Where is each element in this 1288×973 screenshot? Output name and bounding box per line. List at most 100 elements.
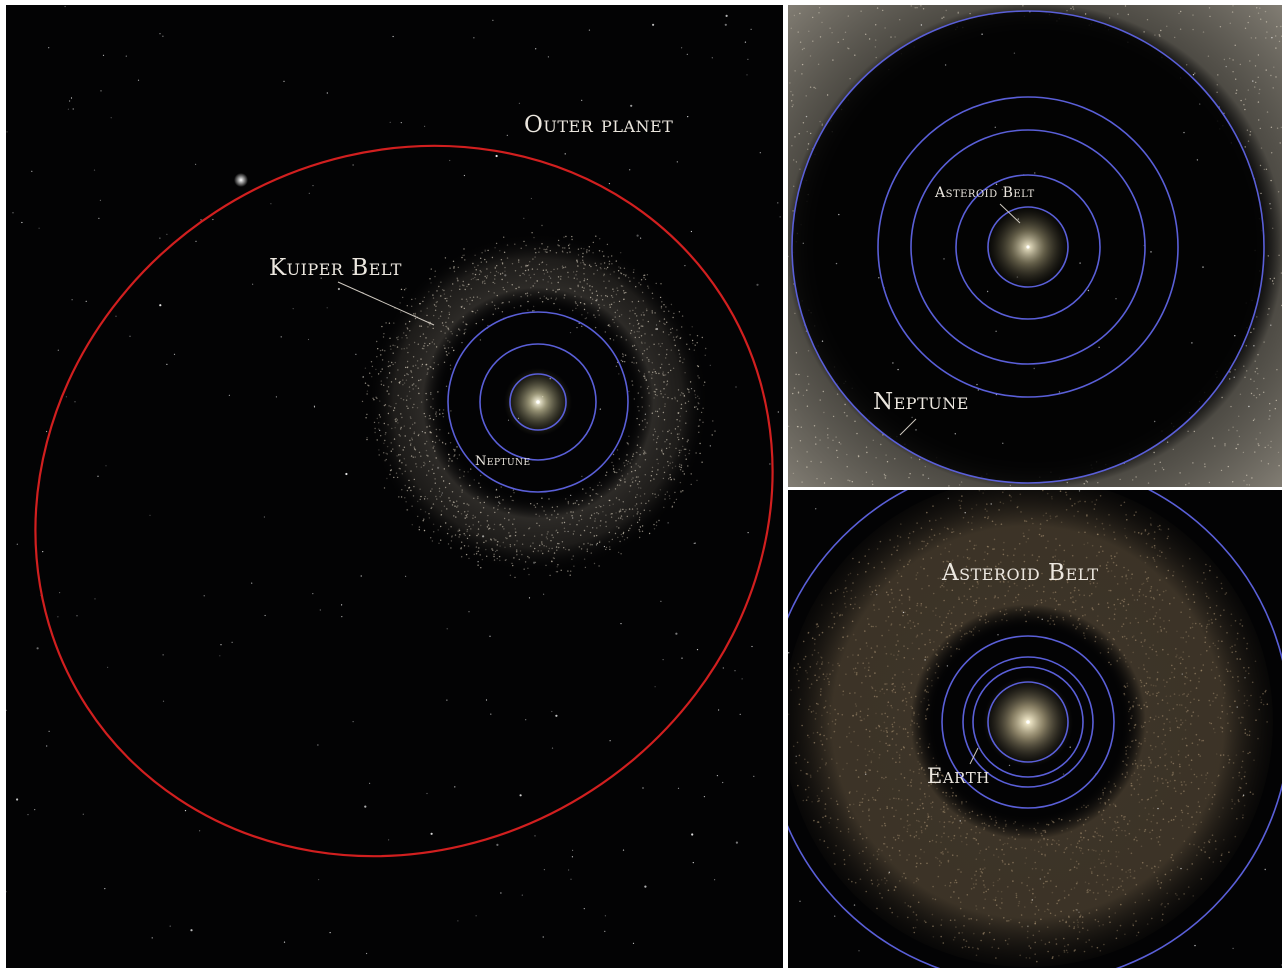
asteroid-particle [908,595,911,598]
kuiper-particle [461,256,463,259]
asteroid-particle [843,595,846,598]
kuiper-particle [821,21,823,24]
kuiper-particle [568,247,570,249]
kuiper-particle [364,367,367,369]
kuiper-particle [391,361,393,364]
asteroid-particle [980,615,982,618]
asteroid-particle [1212,861,1215,863]
asteroid-particle [994,523,997,526]
asteroid-particle [1004,842,1006,845]
kuiper-particle [482,280,484,283]
kuiper-particle [634,505,636,507]
kuiper-particle [485,277,488,279]
asteroid-particle [1086,891,1088,894]
asteroid-particle [1035,603,1038,606]
asteroid-particle [1145,701,1147,704]
asteroid-particle [1242,814,1244,816]
asteroid-particle [1197,715,1200,717]
kuiper-particle [568,549,570,551]
asteroid-particle [1019,609,1022,611]
asteroid-particle [940,862,942,864]
asteroid-particle [819,694,822,696]
asteroid-particle [835,800,838,802]
asteroid-particle [1248,734,1251,736]
kuiper-particle [620,359,622,362]
kuiper-particle [676,329,678,331]
asteroid-particle [866,714,869,717]
kuiper-particle [857,454,860,457]
asteroid-particle [1142,664,1145,666]
asteroid-particle [975,908,978,910]
asteroid-particle [942,582,944,585]
asteroid-particle [865,837,868,839]
kuiper-particle [682,445,684,448]
asteroid-particle [1188,826,1190,829]
asteroid-particle [881,897,883,899]
kuiper-particle [660,307,663,309]
asteroid-particle [978,630,980,632]
kuiper-particle [664,493,666,496]
asteroid-particle [1216,576,1218,579]
asteroid-particle [955,881,958,884]
asteroid-particle [899,624,901,626]
asteroid-particle [983,891,985,894]
kuiper-particle [394,361,396,364]
kuiper-particle [1270,440,1272,443]
asteroid-particle [997,879,999,882]
asteroid-particle [1027,572,1030,575]
asteroid-particle [1001,859,1004,862]
asteroid-particle [893,797,895,800]
kuiper-particle [623,273,625,276]
kuiper-particle [571,515,573,517]
kuiper-particle [447,328,449,330]
asteroid-particle [968,558,970,560]
asteroid-particle [824,763,827,766]
kuiper-particle [416,407,419,409]
kuiper-particle [590,514,593,516]
asteroid-particle [1106,879,1109,881]
asteroid-particle [1185,667,1187,669]
asteroid-particle [1249,791,1252,793]
star [703,796,706,798]
kuiper-particle [366,437,368,439]
kuiper-particle [409,330,411,332]
kuiper-particle [910,457,912,459]
asteroid-particle [928,520,931,522]
asteroid-particle [847,878,850,881]
kuiper-particle [1275,47,1277,49]
kuiper-particle [425,364,427,366]
kuiper-particle [630,524,633,527]
asteroid-particle [1130,782,1133,785]
kuiper-particle [506,281,509,284]
asteroid-particle [830,797,832,800]
asteroid-particle [1114,538,1116,540]
asteroid-particle [1049,912,1052,915]
asteroid-particle [1072,851,1074,854]
kuiper-particle [646,357,648,359]
asteroid-particle [1114,608,1117,610]
asteroid-particle [1162,913,1164,916]
asteroid-particle [1200,669,1203,672]
asteroid-particle [804,655,807,658]
asteroid-particle [802,799,805,802]
asteroid-particle [964,945,967,948]
kuiper-particle [602,504,605,507]
asteroid-particle [1127,710,1130,713]
star [609,740,611,742]
kuiper-particle [381,368,383,370]
asteroid-particle [881,634,883,637]
kuiper-particle [523,273,526,276]
asteroid-particle [862,850,864,852]
kuiper-particle [1257,354,1259,356]
kuiper-particle [480,524,482,527]
kuiper-particle [813,86,815,89]
asteroid-particle [975,825,978,828]
asteroid-particle [1092,608,1094,611]
kuiper-particle [583,267,585,270]
kuiper-particle [513,492,515,494]
asteroid-particle [1102,528,1105,530]
kuiper-particle [470,288,473,290]
asteroid-particle [960,835,962,837]
kuiper-particle [683,448,686,450]
kuiper-particle [583,558,586,560]
